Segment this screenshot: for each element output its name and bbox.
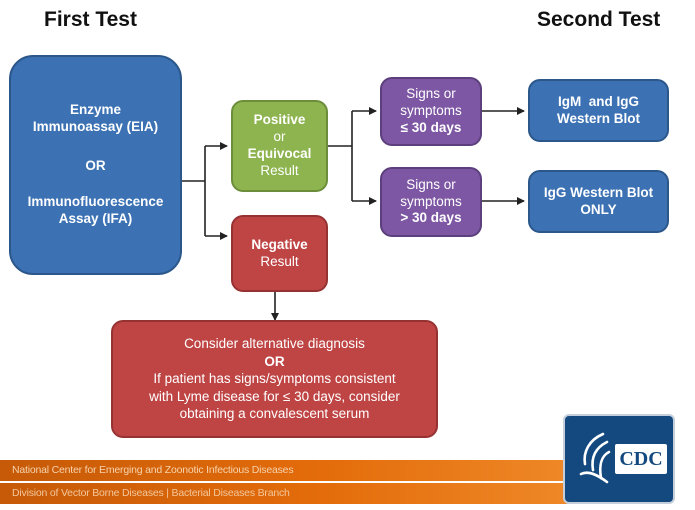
long-line2: symptoms xyxy=(400,193,462,209)
positive-label: Positive xyxy=(253,112,306,128)
consider-line2: If patient has signs/symptoms consistent xyxy=(153,371,396,387)
igm-line1: IgM and IgG xyxy=(558,93,639,109)
negative-box: Negative Result xyxy=(231,215,328,292)
consider-line1: Consider alternative diagnosis xyxy=(184,336,365,352)
eia-ifa-box: Enzyme Immunoassay (EIA) OR Immunofluore… xyxy=(9,55,182,275)
short-line1: Signs or xyxy=(406,86,456,102)
hhs-eagle-icon xyxy=(579,432,611,484)
long-line1: Signs or xyxy=(406,176,456,192)
equivocal-label: Equivocal xyxy=(247,146,312,161)
igm-igg-western-blot-box: IgM and IgG Western Blot xyxy=(528,79,669,142)
footer-banner-line1: National Center for Emerging and Zoonoti… xyxy=(0,460,588,481)
long-line3: > 30 days xyxy=(400,210,462,226)
igg-line2: ONLY xyxy=(580,201,617,217)
first-test-heading: First Test xyxy=(44,8,137,31)
consider-line4: obtaining a convalescent serum xyxy=(179,406,370,422)
eia-or: OR xyxy=(85,157,106,173)
cdc-logo: CDC xyxy=(563,414,675,504)
positive-equivocal-box: Positive or Equivocal Result xyxy=(231,100,328,192)
consider-or: OR xyxy=(264,353,285,369)
eia-line2: Immunoassay (EIA) xyxy=(32,118,159,134)
ifa-line2: Assay (IFA) xyxy=(58,211,133,227)
short-line2: symptoms xyxy=(400,103,462,119)
second-test-heading: Second Test xyxy=(537,8,661,31)
symptoms-short-box: Signs or symptoms ≤ 30 days xyxy=(380,77,482,146)
igg-western-blot-box: IgG Western Blot ONLY xyxy=(528,170,669,233)
symptoms-long-box: Signs or symptoms > 30 days xyxy=(380,167,482,237)
short-line3: ≤ 30 days xyxy=(400,119,462,135)
eia-line1: Enzyme xyxy=(69,101,122,117)
igm-line2: Western Blot xyxy=(556,110,640,126)
negative-label: Negative xyxy=(251,236,308,252)
ifa-line1: Immunofluorescence xyxy=(27,194,164,210)
consider-alternative-box: Consider alternative diagnosis OR If pat… xyxy=(111,320,438,438)
positive-or: or xyxy=(273,129,286,145)
footer-banner-line2: Division of Vector Borne Diseases | Bact… xyxy=(0,483,588,504)
consider-line3: with Lyme disease for ≤ 30 days, conside… xyxy=(149,388,400,404)
cdc-logo-text: CDC xyxy=(615,444,667,474)
negative-result: Result xyxy=(260,253,299,269)
positive-result: Result xyxy=(260,162,299,178)
igg-line1: IgG Western Blot xyxy=(543,184,654,200)
